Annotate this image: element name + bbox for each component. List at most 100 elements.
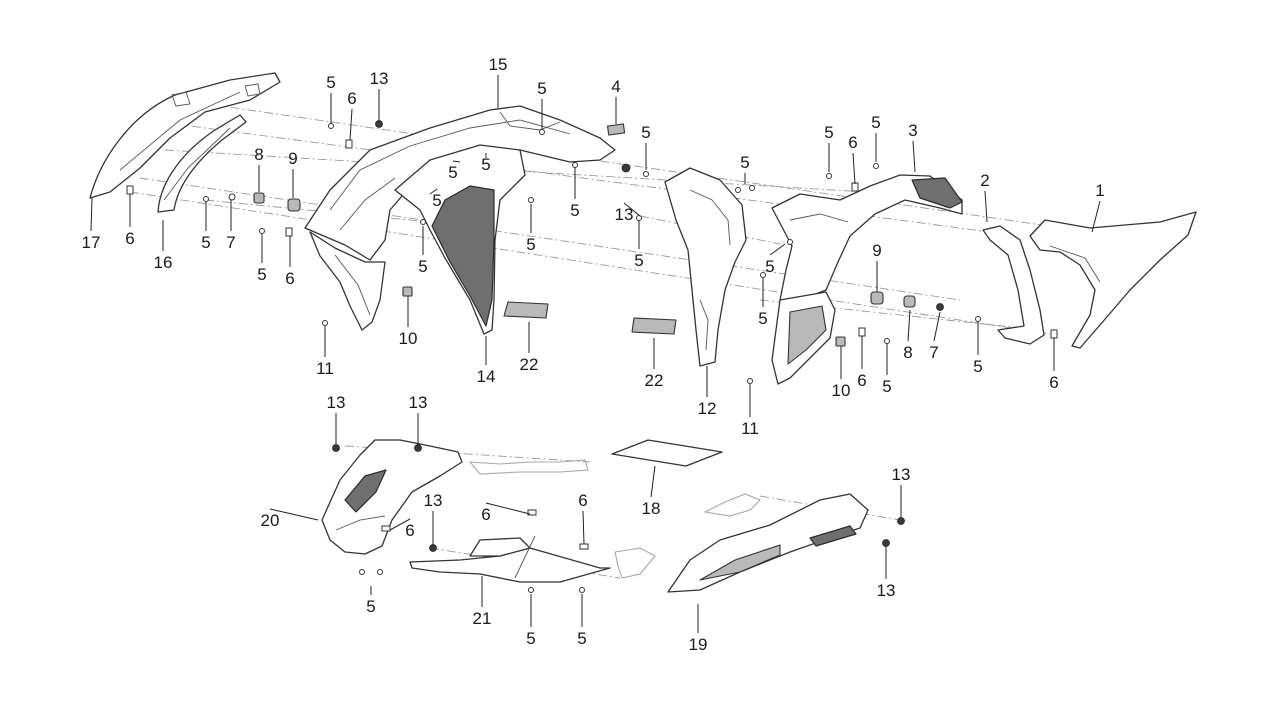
callout-5: 5 bbox=[418, 226, 428, 276]
callout-5: 5 bbox=[765, 243, 786, 276]
callout-number: 8 bbox=[254, 145, 263, 164]
callout-number: 20 bbox=[261, 511, 280, 530]
callout-leader-line bbox=[582, 510, 585, 545]
callout-6: 6 bbox=[1049, 338, 1059, 392]
part-18-sheet bbox=[611, 439, 723, 467]
part-22-decal-right bbox=[631, 317, 677, 335]
callout-number: 6 bbox=[848, 133, 857, 152]
callout-number: 6 bbox=[125, 229, 134, 248]
part-21-lower-bracket-plate bbox=[409, 535, 611, 583]
callout-number: 13 bbox=[892, 465, 911, 484]
part-22-decal-left bbox=[503, 301, 549, 319]
callout-leader-line bbox=[912, 140, 916, 173]
callout-21: 21 bbox=[473, 576, 492, 628]
callout-11: 11 bbox=[741, 384, 759, 438]
callout-number: 12 bbox=[698, 399, 717, 418]
part-19-lower-right-belly bbox=[667, 493, 869, 593]
callout-number: 5 bbox=[526, 235, 535, 254]
callout-number: 9 bbox=[872, 241, 881, 260]
callout-18: 18 bbox=[642, 465, 661, 518]
callout-number: 13 bbox=[370, 69, 389, 88]
callout-9: 9 bbox=[288, 149, 298, 198]
callout-17: 17 bbox=[82, 197, 101, 252]
callout-number: 1 bbox=[1095, 181, 1104, 200]
callout-10: 10 bbox=[832, 346, 850, 400]
callout-leader-line bbox=[984, 190, 988, 223]
callout-15: 15 bbox=[489, 55, 508, 108]
callout-14: 14 bbox=[477, 336, 495, 386]
callout-5: 5 bbox=[448, 160, 461, 182]
callout-number: 13 bbox=[409, 393, 428, 412]
callout-number: 5 bbox=[824, 123, 833, 142]
callout-5: 5 bbox=[577, 594, 587, 648]
callout-6: 6 bbox=[285, 236, 295, 288]
callout-13: 13 bbox=[615, 202, 641, 224]
callout-22: 22 bbox=[645, 338, 664, 390]
callout-2: 2 bbox=[980, 171, 990, 223]
part-17-left-outer-panel bbox=[89, 72, 281, 199]
callout-5: 5 bbox=[201, 202, 211, 252]
callout-13: 13 bbox=[892, 465, 911, 518]
callout-number: 5 bbox=[537, 79, 546, 98]
callout-13: 13 bbox=[424, 491, 442, 546]
callout-5: 5 bbox=[429, 188, 442, 210]
callout-number: 5 bbox=[201, 233, 210, 252]
callout-number: 21 bbox=[473, 609, 492, 628]
callout-number: 8 bbox=[903, 343, 912, 362]
callout-number: 2 bbox=[980, 171, 989, 190]
callout-5: 5 bbox=[634, 220, 644, 270]
part-1-right-outer-panel bbox=[1029, 211, 1197, 349]
callout-number: 3 bbox=[908, 121, 917, 140]
callout-number: 22 bbox=[645, 371, 664, 390]
callout-10: 10 bbox=[399, 296, 417, 348]
callout-number: 5 bbox=[871, 113, 880, 132]
callout-number: 5 bbox=[448, 163, 457, 182]
part-3-right-frame bbox=[771, 174, 963, 301]
callout-number: 15 bbox=[489, 55, 508, 74]
part-16-left-trim-bracket bbox=[157, 114, 247, 213]
callout-6: 6 bbox=[578, 491, 588, 545]
callout-5: 5 bbox=[740, 153, 750, 184]
callout-number: 13 bbox=[615, 205, 634, 224]
callout-1: 1 bbox=[1091, 181, 1105, 233]
clip-fasteners bbox=[126, 139, 1058, 550]
part-15-upper-left-frame bbox=[304, 105, 616, 261]
callout-13: 13 bbox=[877, 546, 895, 600]
callout-20: 20 bbox=[261, 508, 319, 530]
callout-number: 11 bbox=[741, 419, 759, 438]
callout-8: 8 bbox=[903, 309, 913, 362]
callout-9: 9 bbox=[872, 241, 882, 292]
callout-leader-line bbox=[269, 508, 319, 521]
callout-number: 18 bbox=[642, 499, 661, 518]
callout-7: 7 bbox=[929, 311, 941, 362]
right-lower-duct bbox=[771, 291, 836, 385]
callout-number: 17 bbox=[82, 233, 101, 252]
callout-6: 6 bbox=[347, 89, 357, 141]
callout-12: 12 bbox=[698, 366, 717, 418]
callout-number: 11 bbox=[316, 359, 334, 378]
callout-number: 5 bbox=[366, 597, 375, 616]
callout-number: 5 bbox=[973, 357, 982, 376]
callout-5: 5 bbox=[257, 234, 267, 284]
callout-number: 5 bbox=[418, 257, 427, 276]
callout-number: 5 bbox=[526, 629, 535, 648]
part-2-right-trim-bracket bbox=[982, 225, 1045, 345]
callout-5: 5 bbox=[526, 204, 536, 254]
callout-leader-line bbox=[90, 197, 93, 232]
callout-number: 5 bbox=[257, 265, 266, 284]
callout-number: 6 bbox=[481, 505, 490, 524]
part-4-small-decal bbox=[606, 123, 626, 136]
callout-number: 4 bbox=[611, 77, 620, 96]
callout-5: 5 bbox=[366, 586, 376, 616]
callout-number: 5 bbox=[882, 377, 891, 396]
callout-5: 5 bbox=[326, 73, 336, 124]
callout-8: 8 bbox=[254, 145, 264, 192]
callout-number: 6 bbox=[578, 491, 587, 510]
ghost-reference-parts bbox=[468, 459, 761, 579]
callout-number: 6 bbox=[285, 269, 294, 288]
callout-6: 6 bbox=[481, 502, 531, 524]
callout-5: 5 bbox=[758, 278, 768, 328]
callout-number: 5 bbox=[432, 191, 441, 210]
